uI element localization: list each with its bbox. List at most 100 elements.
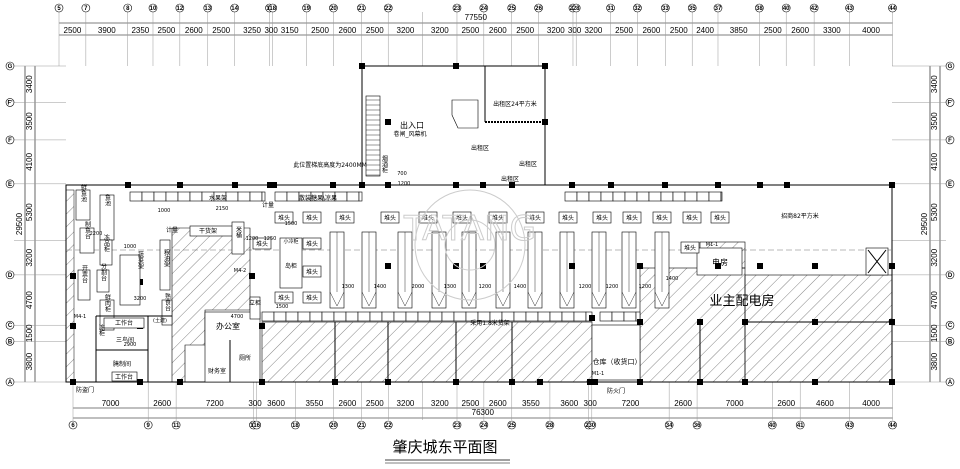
power-room: [696, 247, 743, 276]
bottom-axis-label: 40: [769, 423, 776, 429]
shelf-unit: [129, 191, 143, 202]
shelf-unit: [261, 311, 275, 322]
interior-dim-value: 1200: [579, 284, 592, 290]
interior-dim-value: 2900: [124, 342, 137, 348]
top-axis-bubble: [203, 3, 213, 13]
shelf-unit: [441, 311, 455, 322]
left-dim-value: 3800: [25, 352, 34, 370]
top-dim-value: 3200: [397, 26, 415, 35]
shelf-unit: [345, 311, 359, 322]
column: [889, 379, 895, 385]
interior-dim-value: 1000: [124, 244, 137, 250]
column: [589, 315, 595, 321]
top-axis-label: 7: [84, 6, 88, 12]
interior-dim-value: 1300: [444, 284, 457, 290]
column: [267, 182, 273, 188]
column: [453, 182, 459, 188]
shelf-unit: [153, 191, 167, 202]
shelf-unit: [684, 191, 698, 202]
door-tag: M1-1: [592, 371, 604, 377]
shelf-unit: [429, 311, 443, 322]
fresh-meat-label: 鲜肉柜: [104, 293, 111, 313]
right-axis-label: B: [948, 339, 953, 345]
bottom-dim-value: 2500: [366, 399, 384, 408]
right-axis-label: E: [948, 182, 952, 188]
endcap-box: [710, 211, 730, 224]
bottom-axis-label: 9: [147, 423, 151, 429]
top-axis-label: 24: [480, 6, 487, 12]
top-dim-value: 2600: [791, 26, 809, 35]
column: [137, 379, 143, 385]
endcap-label: 堆头: [339, 214, 351, 222]
watermark: TATANG: [403, 189, 536, 301]
finance-label: 财务室: [208, 367, 226, 375]
bottom-axis-label: 20: [330, 423, 337, 429]
bottom-axis-label: 11: [173, 423, 180, 429]
endcap-label: 堆头: [278, 214, 290, 222]
column: [637, 379, 643, 385]
top-dim-value: 2500: [764, 26, 782, 35]
endcap-box: [302, 237, 322, 250]
left-axis-label: C: [8, 323, 13, 329]
column: [232, 182, 238, 188]
shelf-unit: [309, 311, 323, 322]
top-dim-value: 3300: [823, 26, 841, 35]
shelf-unit: [346, 191, 360, 202]
shelf-unit: [611, 311, 625, 322]
column: [385, 119, 391, 125]
left-axis-bubble: [5, 135, 15, 145]
shelf-unit: [177, 191, 191, 202]
top-axis-label: 38: [756, 6, 763, 12]
shelf-unit: [285, 311, 299, 322]
shelf-unit: [561, 311, 575, 322]
interior-dim-value: 1250: [264, 236, 277, 242]
column: [249, 273, 255, 279]
top-axis-bubble: [268, 3, 278, 13]
bottom-dim-value: 2600: [489, 399, 507, 408]
bottom-axis-bubble: [68, 420, 78, 430]
bottom-axis-bubble: [383, 420, 393, 430]
right-axis-bubble: [945, 336, 955, 346]
column: [637, 263, 643, 269]
shutter-label: 卷闸_风幕机: [393, 130, 426, 138]
endcap-displays: 堆头堆头堆头堆头堆头堆头堆头堆头堆头堆头堆头堆头堆头堆头堆头堆头堆头堆头堆头堆头: [252, 211, 730, 304]
right-dim-value: 3200: [930, 248, 939, 266]
warehouse-label: 仓库（收货口）: [593, 357, 642, 366]
shelf-unit: [417, 311, 431, 322]
bottom-dim-value: 3200: [397, 399, 415, 408]
top-dim-value: 2500: [670, 26, 688, 35]
column: [757, 182, 763, 188]
column: [592, 379, 598, 385]
bottom-axis-bubble: [143, 420, 153, 430]
top-axis-bubble: [713, 3, 723, 13]
endcap-label: 堆头: [306, 268, 318, 276]
endcap-box: [488, 211, 508, 224]
left-dim-value: 3400: [25, 75, 34, 93]
interior-dim-value: 1200: [639, 284, 652, 290]
top-axis-bubble: [845, 3, 854, 13]
column: [715, 182, 721, 188]
top-dim-value: 2500: [516, 26, 534, 35]
top-dim-value: 2500: [212, 26, 230, 35]
interior-dim-value: 1200: [479, 284, 492, 290]
shelf-unit: [537, 311, 551, 322]
endcap-box: [302, 211, 322, 224]
shelf-unit: [274, 191, 288, 202]
shelf-unit: [623, 311, 637, 322]
bill-table-label: 开票台: [81, 265, 88, 284]
column: [453, 379, 459, 385]
shelf-unit: [357, 311, 371, 322]
interior-dim-value: 700: [397, 171, 407, 177]
top-dim-value: 2400: [696, 26, 714, 35]
left-axis-bubble: [5, 377, 15, 387]
column: [697, 379, 703, 385]
top-dim-value: 3850: [730, 26, 748, 35]
interior-dim-value: 2150: [216, 206, 229, 212]
bottom-room-dividers: [334, 321, 892, 382]
endcap-box: [558, 211, 578, 224]
left-dim-value: 1500: [25, 324, 34, 342]
top-axis-bubble: [175, 3, 185, 13]
top-axis-bubble: [606, 3, 615, 13]
top-axis-bubble: [755, 3, 764, 13]
